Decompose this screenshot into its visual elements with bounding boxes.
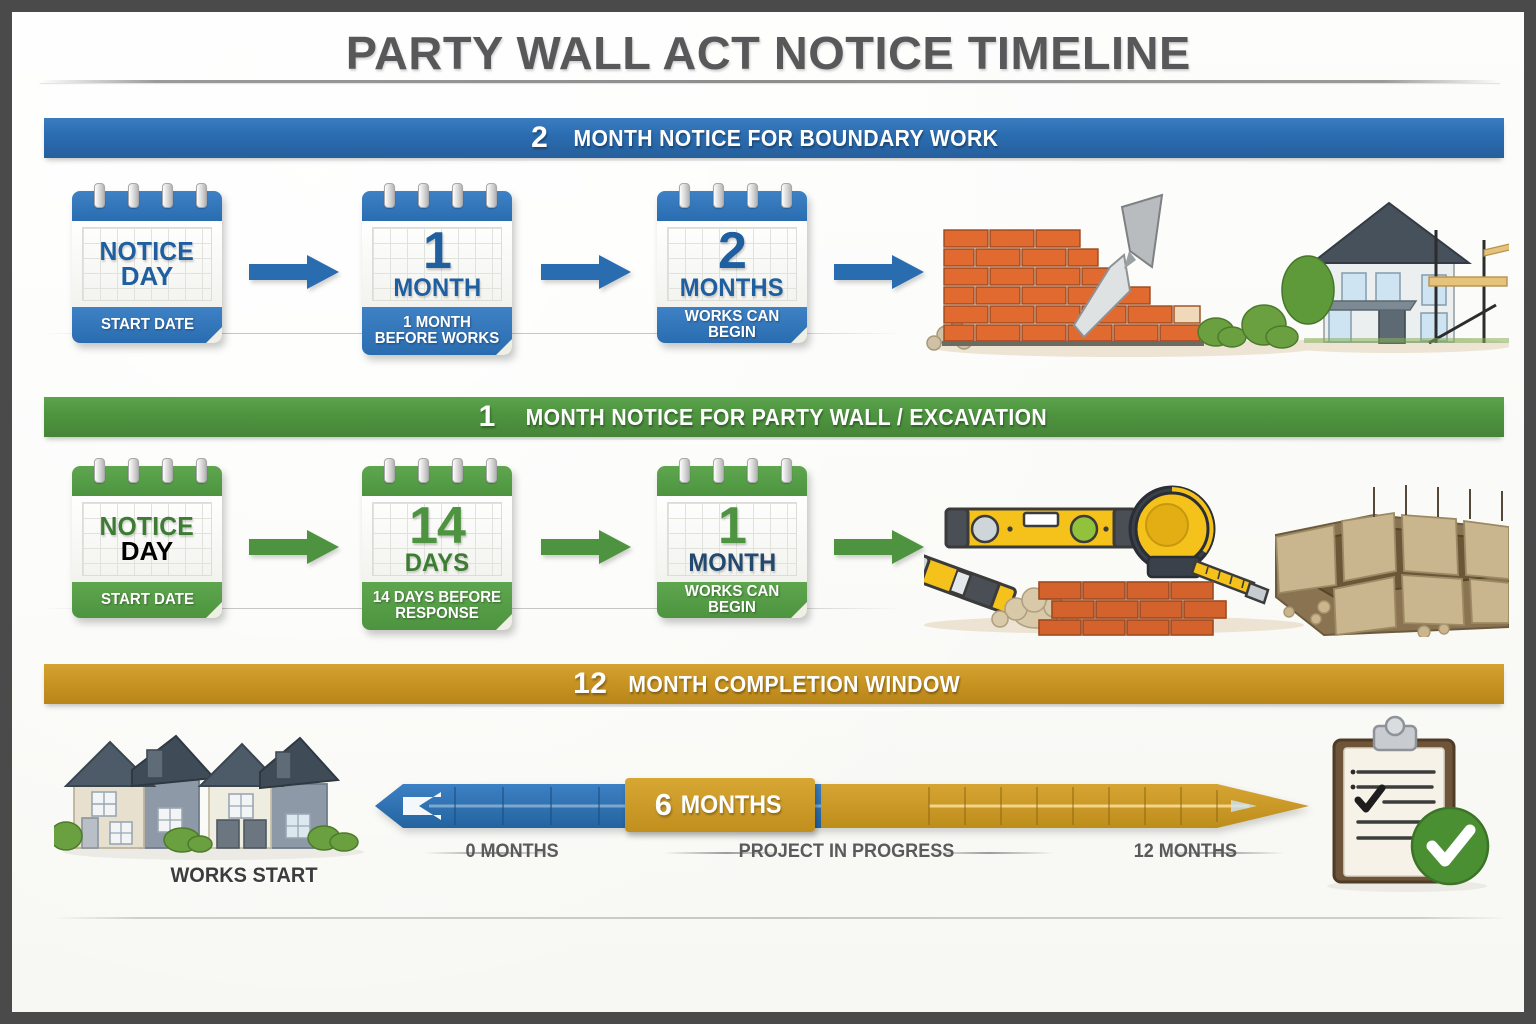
banner-text-party-wall: MONTH NOTICE FOR PARTY WALL / EXCAVATION [525,403,1047,430]
arrow-right-icon [249,530,339,564]
calendar-body: 14 DAYS [362,496,512,582]
timeline-row-boundary: NOTICE DAY START DATE 1 MONTH [44,177,1515,362]
timeline-row-party-wall: NOTICE DAY START DATE 14 DAYS [44,452,1512,639]
section-banner-completion: 12 MONTH COMPLETION WINDOW [44,664,1504,711]
timeline-label-start: 0 MONTHS [465,841,559,862]
title-divider [40,80,1500,83]
page-title: PARTY WALL ACT NOTICE TIMELINE [345,27,1191,79]
label-rule-left [424,852,559,854]
page-title-wrap: PARTY WALL ACT NOTICE TIMELINE [12,26,1524,80]
calendar-header [362,458,512,496]
semi-detached-houses-icon [49,722,374,862]
label-rule-mid-left [664,852,789,854]
badge-text: MONTHS [680,790,782,819]
label-rule-right [1154,852,1284,854]
calendar-grid [372,227,502,301]
six-months-badge: 6 MONTHS [625,778,815,832]
calendar-grid [372,502,502,576]
calendar-footer: START DATE [72,582,222,618]
timeline-label-middle: PROJECT IN PROGRESS [738,841,955,862]
calendar-rings [72,183,222,209]
banner-text-boundary: MONTH NOTICE FOR BOUNDARY WORK [573,124,999,151]
illustration-brickwork-house [924,185,1515,360]
label-rule-mid-right [924,852,1054,854]
calendar-grid [82,227,212,301]
works-start-label: WORKS START [170,864,318,887]
calendar-2-months-boundary[interactable]: 2 MONTHS WORKS CAN BEGIN [657,183,807,343]
calendar-grid [667,502,797,576]
calendar-rings [657,183,807,209]
calendar-word-2: DAY [120,261,174,291]
calendar-body: NOTICE DAY [72,221,222,307]
banner-number-boundary: 2 [531,121,549,154]
arrow-right-icon [834,530,924,564]
calendar-rings [362,183,512,209]
calendar-grid [667,227,797,301]
arrow-right-icon [834,255,924,289]
calendar-header [72,183,222,221]
timeline-axis-labels: 0 MONTHS PROJECT IN PROGRESS 12 MONTHS [369,838,1309,866]
calendar-number: 14 [409,497,466,556]
banner-number-party-wall: 1 [478,400,496,433]
banner-number-completion: 12 [573,667,608,700]
calendar-header [362,183,512,221]
arrow-right-icon [249,255,339,289]
calendar-1-month-boundary[interactable]: 1 MONTH 1 MONTH BEFORE WORKS [362,183,512,355]
calendar-word: MONTHS [679,273,785,302]
calendar-14-days-party-wall[interactable]: 14 DAYS 14 DAYS BEFORE RESPONSE [362,458,512,630]
calendar-number: 2 [718,222,747,281]
calendar-number: 1 [423,222,452,281]
calendar-header [72,458,222,496]
banner-text-completion: MONTH COMPLETION WINDOW [628,670,961,697]
calendar-notice-day-party-wall[interactable]: NOTICE DAY START DATE [72,458,222,618]
timeline-label-end: 12 MONTHS [1133,841,1238,862]
calendar-body: 1 MONTH [657,496,807,582]
calendar-footer: 14 DAYS BEFORE RESPONSE [362,582,512,630]
calendar-footer: WORKS CAN BEGIN [657,582,807,618]
arrow-right-icon [541,255,631,289]
calendar-notice-day-boundary[interactable]: NOTICE DAY START DATE [72,183,222,343]
calendar-body: 1 MONTH [362,221,512,307]
calendar-word: MONTH [392,273,482,302]
badge-number: 6 [654,787,672,822]
calendar-footer: WORKS CAN BEGIN [657,307,807,343]
completion-timeline-section: WORKS START [44,712,1512,912]
calendar-word: DAYS [404,548,470,577]
calendar-footer: 1 MONTH BEFORE WORKS [362,307,512,355]
calendar-header [657,458,807,496]
bottom-divider [52,917,1508,919]
calendar-word-2: DAY [120,536,174,566]
section-banner-party-wall: 1 MONTH NOTICE FOR PARTY WALL / EXCAVATI… [44,397,1504,444]
completion-timeline-bar[interactable]: 6 MONTHS [369,778,1309,832]
arrow-right-icon [541,530,631,564]
calendar-header [657,183,807,221]
calendar-footer: START DATE [72,307,222,343]
calendar-body: 2 MONTHS [657,221,807,307]
calendar-word: MONTH [687,548,777,577]
calendar-number: 1 [718,497,747,556]
illustration-tools-excavation [903,457,1510,639]
calendar-word-1: NOTICE [99,236,195,267]
calendar-1-month-party-wall[interactable]: 1 MONTH WORKS CAN BEGIN [657,458,807,618]
calendar-grid [82,502,212,576]
calendar-rings [72,458,222,484]
calendar-word-1: NOTICE [99,511,195,542]
section-banner-boundary: 2 MONTH NOTICE FOR BOUNDARY WORK [44,118,1504,165]
calendar-rings [362,458,512,484]
calendar-rings [657,458,807,484]
calendar-body: NOTICE DAY [72,496,222,582]
clipboard-checklist-icon [1302,714,1507,894]
green-check-circle-icon [1410,806,1490,886]
